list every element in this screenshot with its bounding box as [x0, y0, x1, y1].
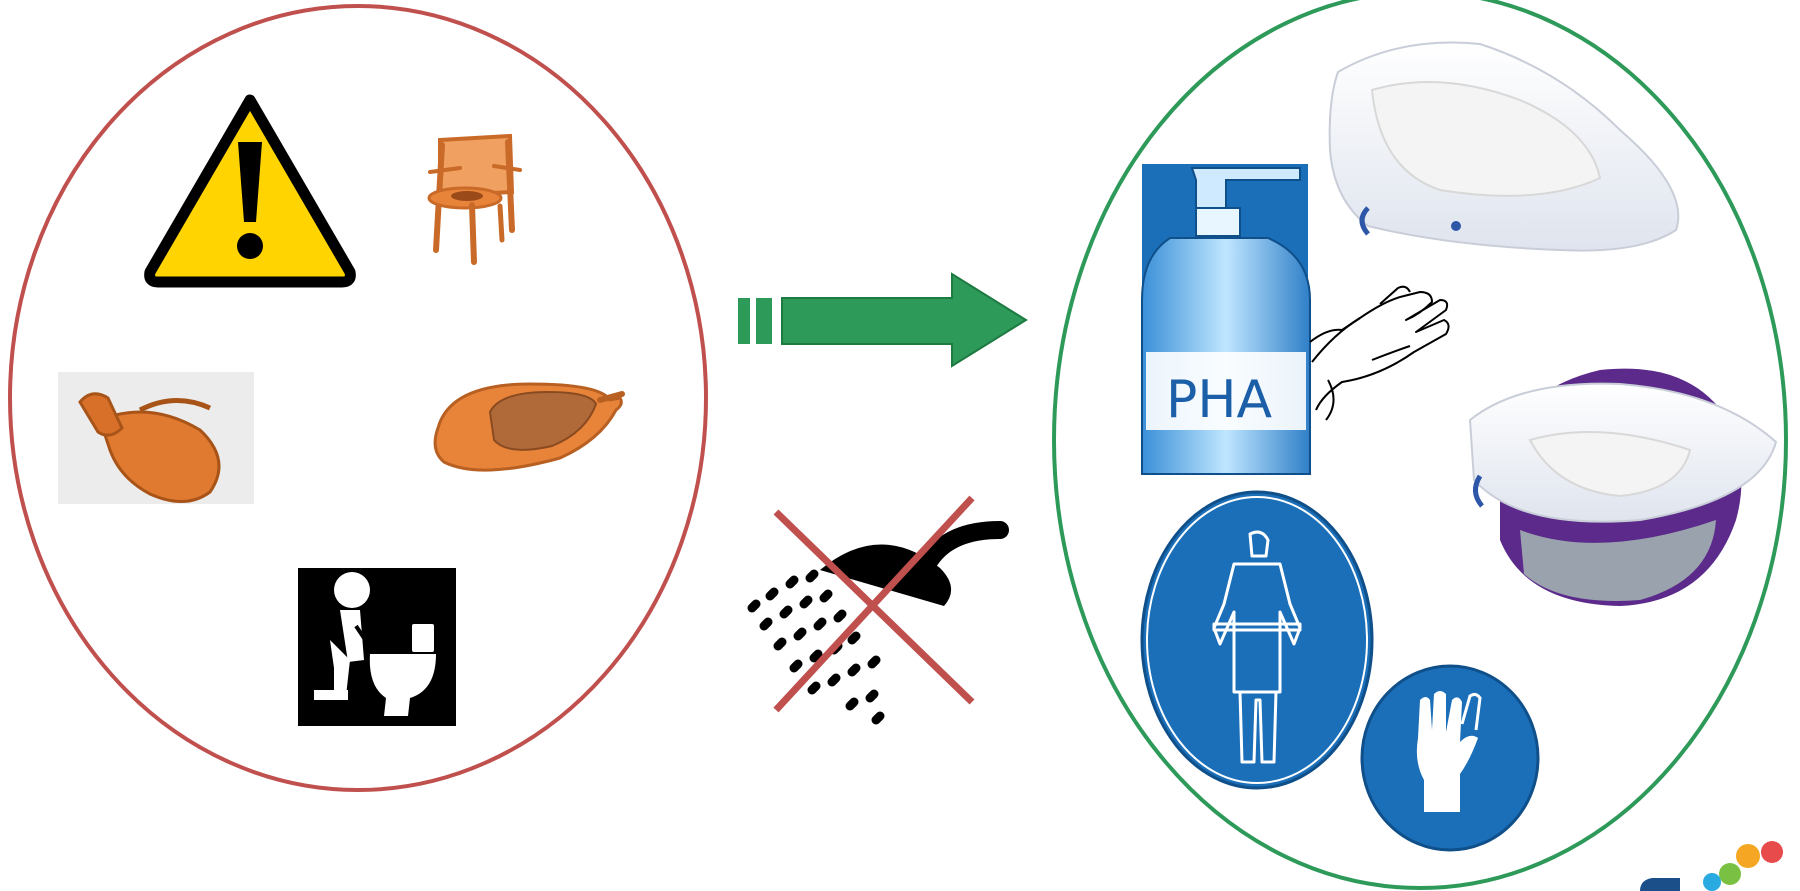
- no-shower-icon: [747, 495, 1009, 725]
- logo-dot-blue: [1703, 873, 1721, 891]
- after-items-outline: [1052, 0, 1788, 890]
- urinal-icon: [58, 372, 254, 504]
- logo-dot-green: [1719, 863, 1741, 885]
- absorbent-bag-icon: [1328, 41, 1680, 252]
- apron-sign-icon: [1140, 490, 1374, 790]
- before-items-outline: [8, 4, 708, 792]
- hands-icon: [1309, 285, 1450, 421]
- lined-bedpan-icon: [1468, 368, 1778, 606]
- warning-icon: [144, 94, 356, 288]
- gloves-sign-icon: [1360, 664, 1540, 852]
- commode-chair-icon: [427, 133, 522, 265]
- hand-sanitizer-icon: PHA: [1141, 164, 1311, 475]
- bedpan-icon: [433, 382, 625, 472]
- logo-dot-orange: [1736, 844, 1760, 868]
- transition-arrow: [738, 272, 1028, 368]
- sanitizer-label: PHA: [1166, 370, 1272, 430]
- toilet-pictogram-icon: [298, 568, 456, 726]
- brand-logo: [1640, 841, 1783, 891]
- before-items-group: [8, 4, 708, 792]
- prohibition-cross-line-b: [773, 495, 975, 713]
- logo-dot-red: [1761, 841, 1783, 863]
- after-items-group: PHA: [1052, 0, 1788, 890]
